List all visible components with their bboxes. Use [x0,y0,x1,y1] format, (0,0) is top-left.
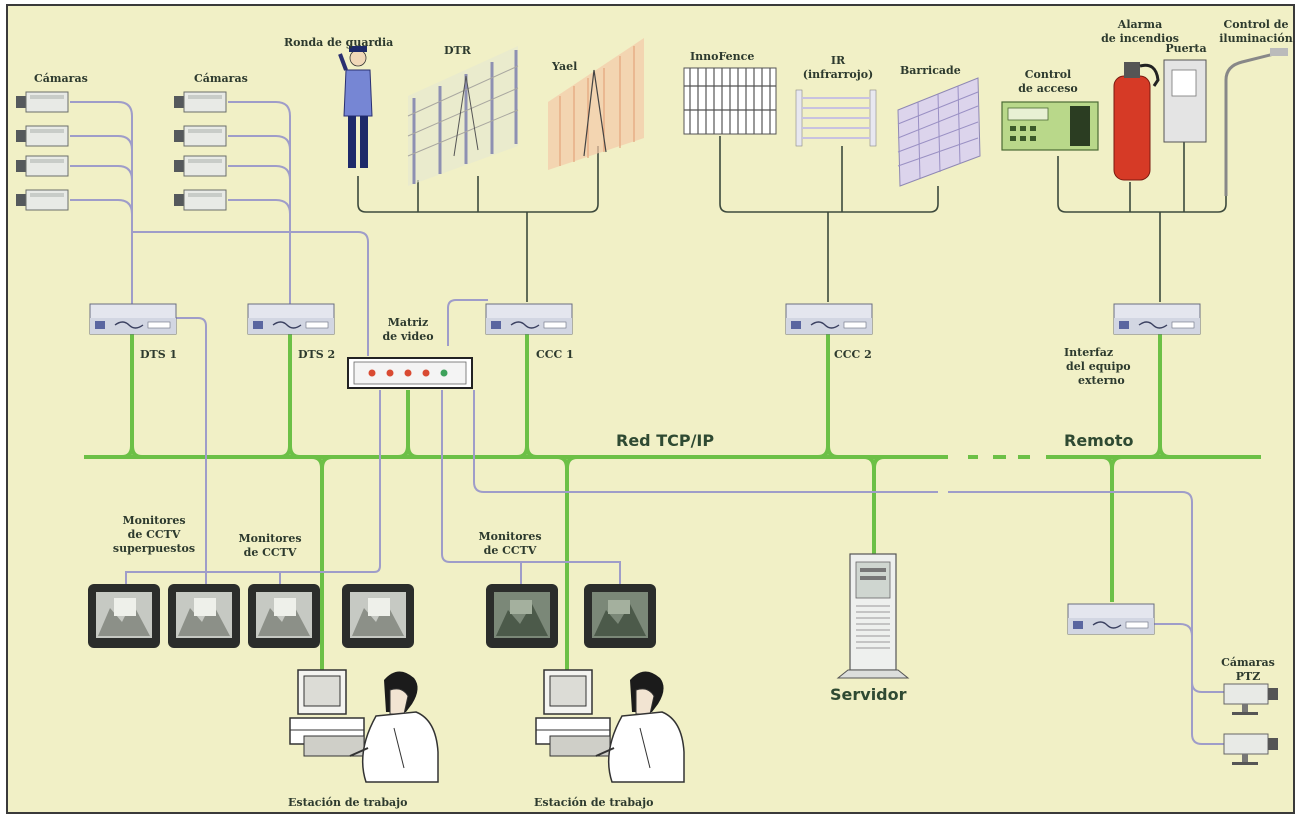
ir-sublabel: (infrarrojo) [803,68,874,81]
workstation-2: Estación de trabajo [534,669,685,809]
lighting-control-label: Control de [1223,18,1288,31]
monitor-icon [342,584,414,648]
monitor-icon [88,584,160,648]
video-matrix-label: Matriz [388,316,429,329]
overlay-monitors-label: Monitores [122,514,185,527]
ptz-camera-icon [1223,733,1278,765]
street-lamp-icon: Control de iluminación [1219,18,1293,196]
lighting-control-sublabel: iluminación [1219,32,1293,45]
innofence-icon: InnoFence [683,50,777,135]
controller-unit-icon [247,303,335,335]
fire-extinguisher-icon: Alarma de incendios [1101,18,1179,181]
ccc1-label: CCC 1 [536,348,574,361]
cameras-label-1: Cámaras [34,72,88,85]
tcpip-network-lines [84,333,1261,696]
monitor-icon [486,584,558,648]
door-icon: Puerta [1163,42,1207,143]
ptz-cameras: Cámaras PTZ [1221,656,1278,765]
cctv-monitors-a: Monitores de CCTV [238,532,414,648]
overlay-monitors-label-3: superpuestos [113,542,195,555]
fire-alarm-label: Alarma [1117,18,1162,31]
external-interface-unit: Interfaz del equipo externo [1064,303,1201,387]
camera-icon [15,125,69,147]
ptz-camera-icon [1223,683,1278,715]
camera-icon [173,91,227,113]
network-diagram: Cámaras Cámaras Ronda de guardia [6,4,1295,814]
overlay-monitors-label-2: de CCTV [128,528,181,541]
door-label: Puerta [1165,42,1206,55]
access-keypad-icon: Control de acceso [1001,68,1099,151]
video-links [70,101,1224,745]
monitor-icon [248,584,320,648]
sensor-links [357,76,1227,302]
yael-fence-icon: Yael [548,38,644,170]
yael-label: Yael [551,60,577,73]
cameras-label-2: Cámaras [194,72,248,85]
controller-unit-icon [1113,303,1201,335]
camera-icon [173,155,227,177]
cctv-monitors-b-label-2: de CCTV [484,544,537,557]
ext-interface-label-2: del equipo [1066,360,1131,373]
dts2-unit: DTS 2 [247,303,335,361]
monitor-icon [584,584,656,648]
monitor-icon [168,584,240,648]
barricade-label: Barricade [900,64,961,77]
cctv-monitors-a-label-2: de CCTV [244,546,297,559]
remote-unit [1067,603,1155,635]
ptz-cameras-label: Cámaras [1221,656,1275,669]
overlay-monitors: Monitores de CCTV superpuestos [88,514,240,648]
workstation-1: Estación de trabajo [288,669,439,809]
camera-icon [15,155,69,177]
dtr-label: DTR [444,44,472,57]
operator-workstation-icon [289,669,439,783]
barricade-icon: Barricade [897,64,981,187]
ext-interface-label-3: externo [1078,374,1125,387]
ccc2-unit: CCC 2 [785,303,873,361]
video-matrix: Matriz de video [347,316,473,389]
ccc2-label: CCC 2 [834,348,872,361]
access-control-sublabel: de acceso [1018,82,1078,95]
diagram-canvas: Cámaras Cámaras Ronda de guardia [15,18,1293,809]
access-control-label: Control [1025,68,1071,81]
ir-label: IR [831,54,846,67]
ccc1-unit: CCC 1 [485,303,574,361]
dts1-unit: DTS 1 [89,303,177,361]
dts2-label: DTS 2 [298,348,335,361]
server-tower-icon: Servidor [830,553,910,704]
camera-group-1: Cámaras [15,72,88,211]
controller-unit-icon [785,303,873,335]
operator-workstation-icon [535,669,685,783]
security-guard-icon: Ronda de guardia [284,36,393,168]
infrared-barrier-icon: IR (infrarrojo) [795,54,877,147]
server-label: Servidor [830,685,907,704]
controller-unit-icon [1067,603,1155,635]
fire-alarm-sublabel: de incendios [1101,32,1179,45]
workstation-1-label: Estación de trabajo [288,796,408,809]
camera-icon [173,189,227,211]
cctv-monitors-a-label: Monitores [238,532,301,545]
camera-icon [15,91,69,113]
cctv-monitors-b-label: Monitores [478,530,541,543]
controller-unit-icon [485,303,573,335]
camera-icon [15,189,69,211]
innofence-label: InnoFence [690,50,754,63]
workstation-2-label: Estación de trabajo [534,796,654,809]
guard-round-label: Ronda de guardia [284,36,393,49]
cctv-monitors-b: Monitores de CCTV [478,530,656,648]
controller-unit-icon [89,303,177,335]
ptz-cameras-sublabel: PTZ [1236,670,1261,683]
network-label: Red TCP/IP [616,431,714,450]
camera-group-2: Cámaras [173,72,248,211]
camera-icon [173,125,227,147]
video-matrix-sublabel: de video [382,330,433,343]
ext-interface-label: Interfaz [1064,346,1113,359]
remote-label: Remoto [1064,431,1133,450]
dtr-fence-icon: DTR [407,44,519,186]
dts1-label: DTS 1 [140,348,177,361]
